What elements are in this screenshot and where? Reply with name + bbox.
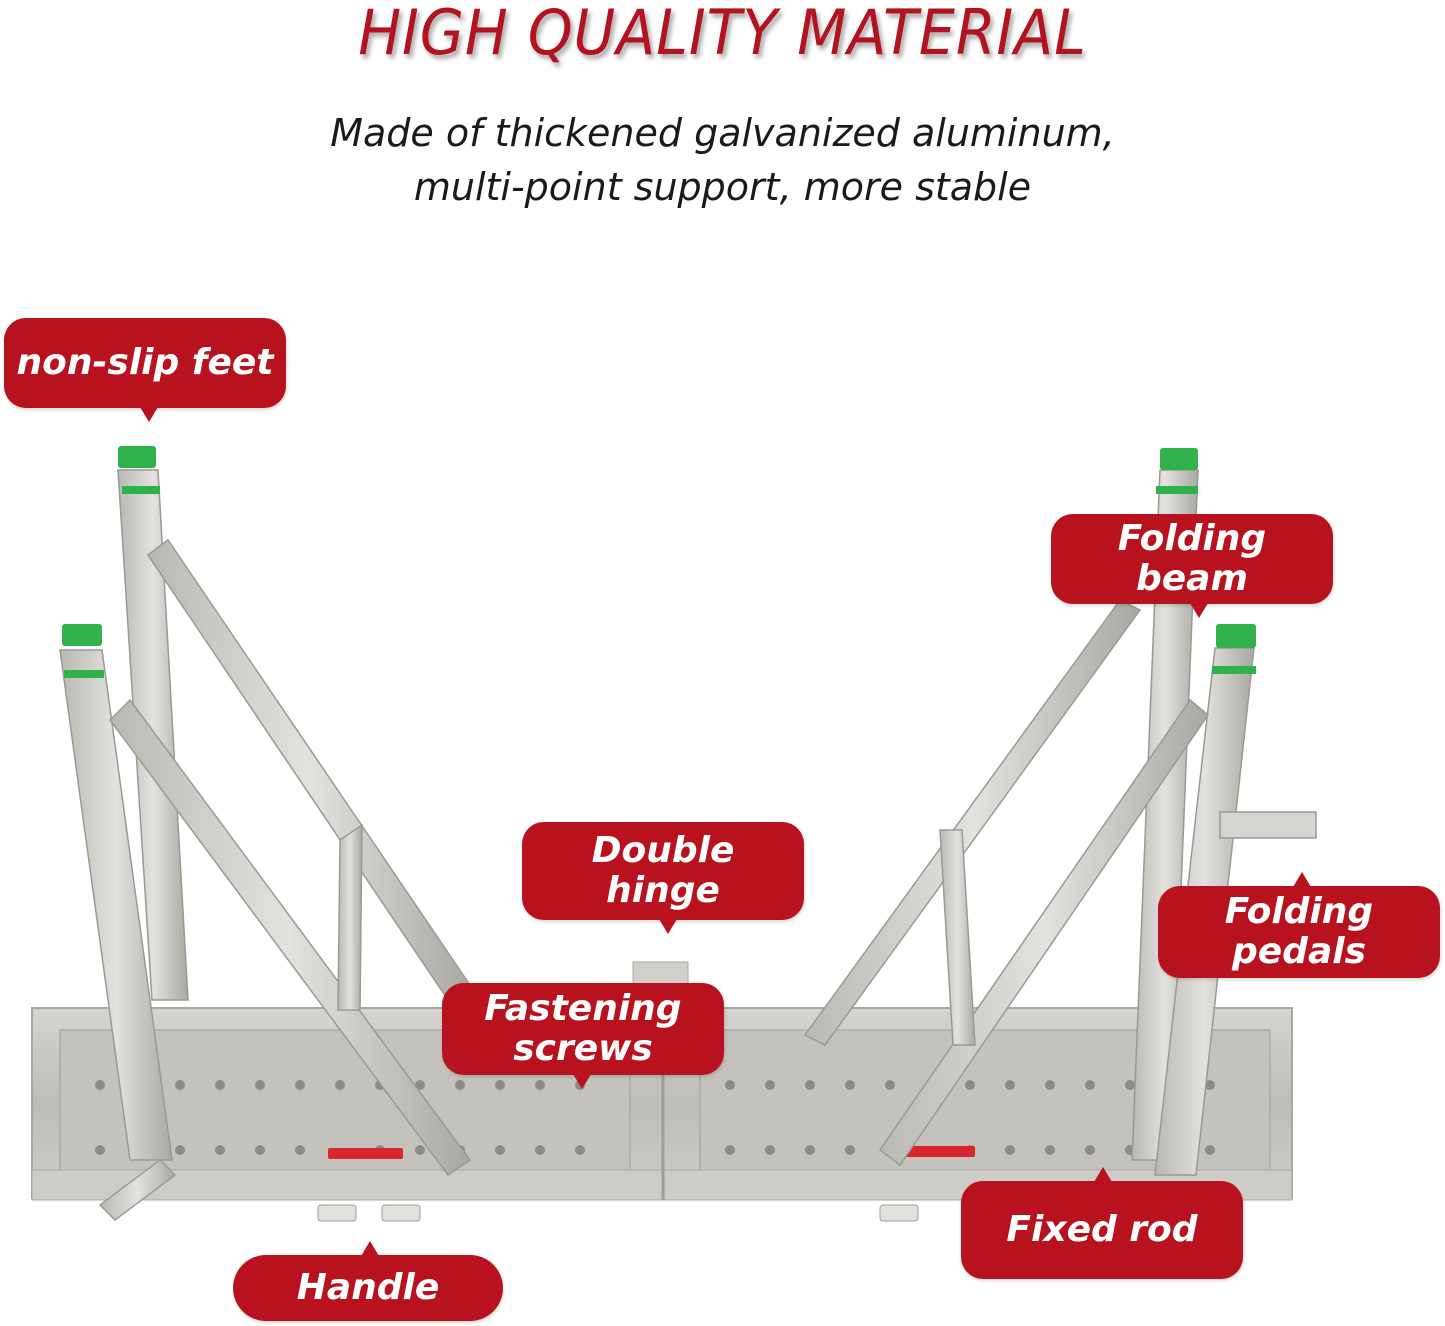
callout-label-line-2: beam bbox=[1136, 558, 1248, 599]
left-non-slip-feet bbox=[62, 446, 160, 678]
callout-fastening-screws: Fastening screws bbox=[442, 983, 724, 1089]
callout-label-line-1: Folding bbox=[1117, 518, 1267, 559]
callout-handle: Handle bbox=[233, 1241, 503, 1321]
callout-label-line-2: pedals bbox=[1231, 931, 1366, 972]
right-frame bbox=[803, 469, 1317, 1176]
callout-pointer bbox=[1293, 872, 1311, 887]
callout-label: Fixed rod bbox=[1006, 1209, 1198, 1250]
callout-pointer bbox=[1190, 603, 1208, 618]
subtitle-line-2: multi-point support, more stable bbox=[413, 165, 1032, 209]
page-title: HIGH QUALITY MATERIAL bbox=[358, 0, 1087, 69]
callout-fixed-rod: Fixed rod bbox=[961, 1167, 1243, 1279]
callout-folding-beam: Folding beam bbox=[1051, 514, 1333, 618]
right-non-slip-feet bbox=[1156, 448, 1256, 674]
callout-double-hinge: Double hinge bbox=[522, 822, 804, 934]
callout-label-line-2: hinge bbox=[606, 870, 720, 911]
callout-label-line-1: Fastening bbox=[484, 988, 682, 1029]
subtitle-line-1: Made of thickened galvanized aluminum, bbox=[330, 111, 1115, 155]
callout-label: Handle bbox=[296, 1267, 440, 1308]
callout-pointer bbox=[1094, 1167, 1112, 1182]
callout-folding-pedals: Folding pedals bbox=[1158, 872, 1440, 978]
callout-pointer bbox=[659, 919, 677, 934]
callout-non-slip-feet: non-slip feet bbox=[4, 318, 286, 422]
lock-bars bbox=[328, 1146, 975, 1159]
left-frame bbox=[59, 469, 472, 1221]
handle-grips bbox=[317, 1204, 919, 1222]
callout-label-line-2: screws bbox=[513, 1028, 653, 1069]
callout-pointer bbox=[573, 1074, 591, 1089]
callout-pointer bbox=[140, 407, 158, 422]
callout-pointer bbox=[361, 1241, 379, 1256]
callout-label: non-slip feet bbox=[16, 342, 274, 383]
callout-label-line-1: Folding bbox=[1224, 891, 1374, 932]
callout-label-line-1: Double bbox=[591, 830, 735, 871]
